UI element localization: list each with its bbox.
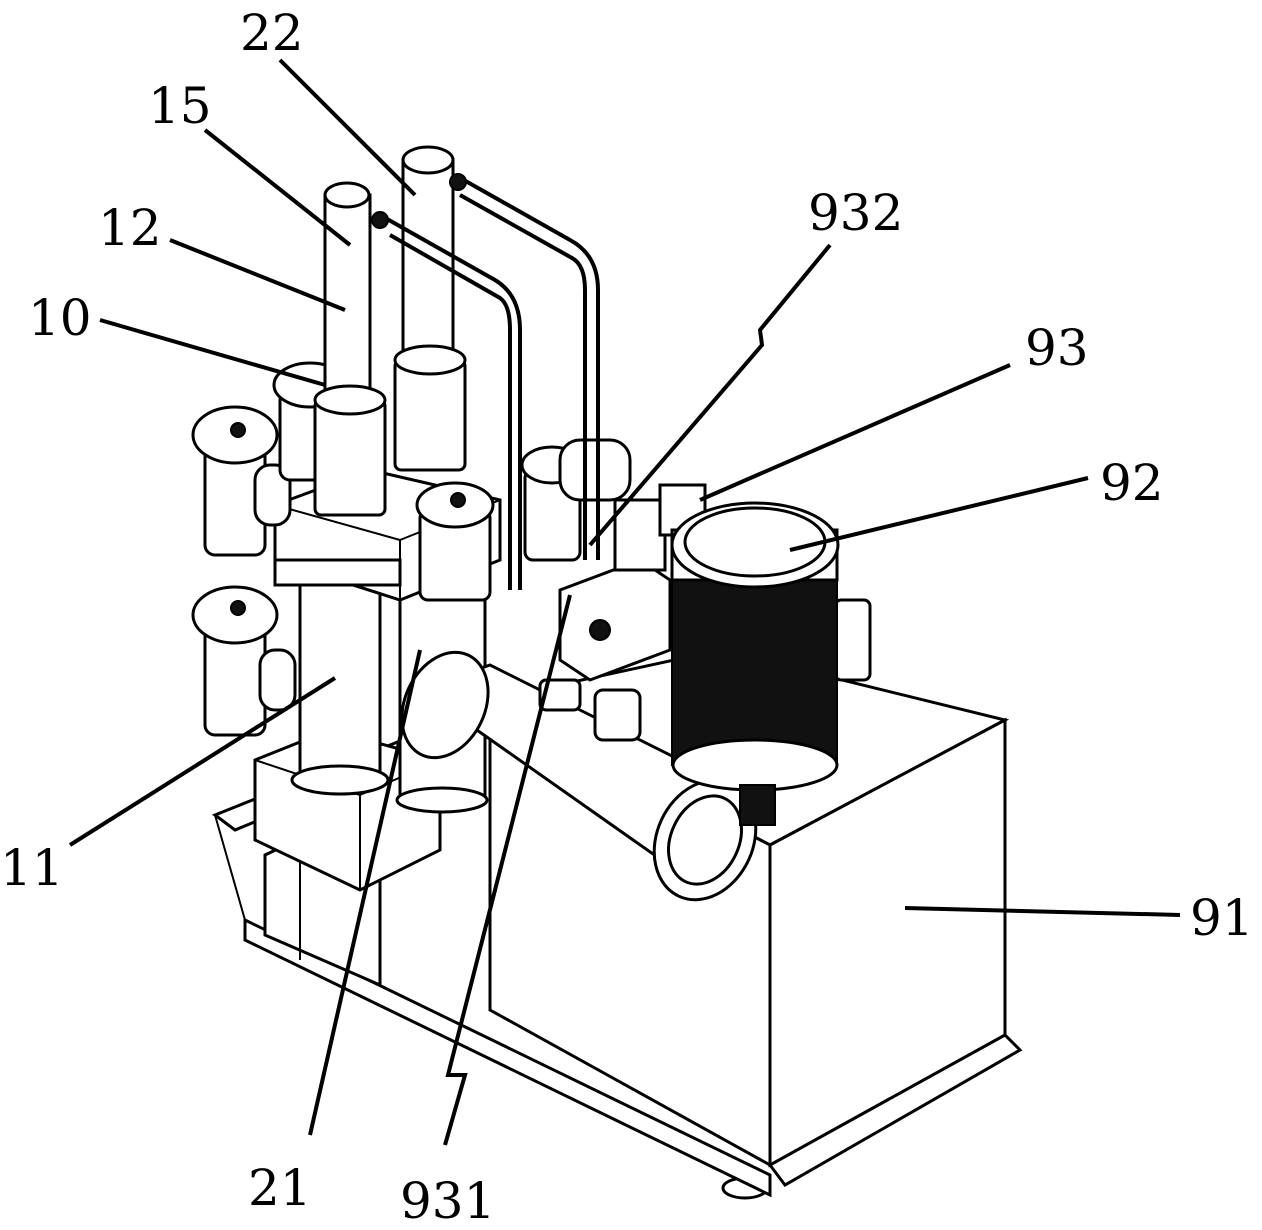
label-931: 931 [400, 1172, 495, 1230]
motor-92 [670, 501, 872, 826]
label-93: 93 [1025, 319, 1089, 377]
right-filter [520, 438, 632, 562]
cylinder-12 [313, 181, 387, 517]
label-12: 12 [98, 199, 162, 257]
label-21: 21 [248, 1159, 312, 1217]
label-22: 22 [240, 4, 304, 62]
cylinder-22 [393, 145, 467, 472]
label-91: 91 [1190, 889, 1254, 947]
label-92: 92 [1100, 454, 1164, 512]
pipes [371, 173, 600, 590]
horizontal-cylinder [400, 650, 758, 902]
label-11: 11 [0, 839, 64, 897]
cylinder-11 [290, 578, 390, 796]
label-10: 10 [28, 289, 92, 347]
label-15: 15 [148, 77, 212, 135]
leader-lines [68, 58, 1181, 1146]
label-932: 932 [808, 184, 903, 242]
callout-labels: 22 15 12 10 932 93 92 11 91 21 931 [0, 4, 1254, 1230]
filter-21-cap [415, 481, 495, 602]
